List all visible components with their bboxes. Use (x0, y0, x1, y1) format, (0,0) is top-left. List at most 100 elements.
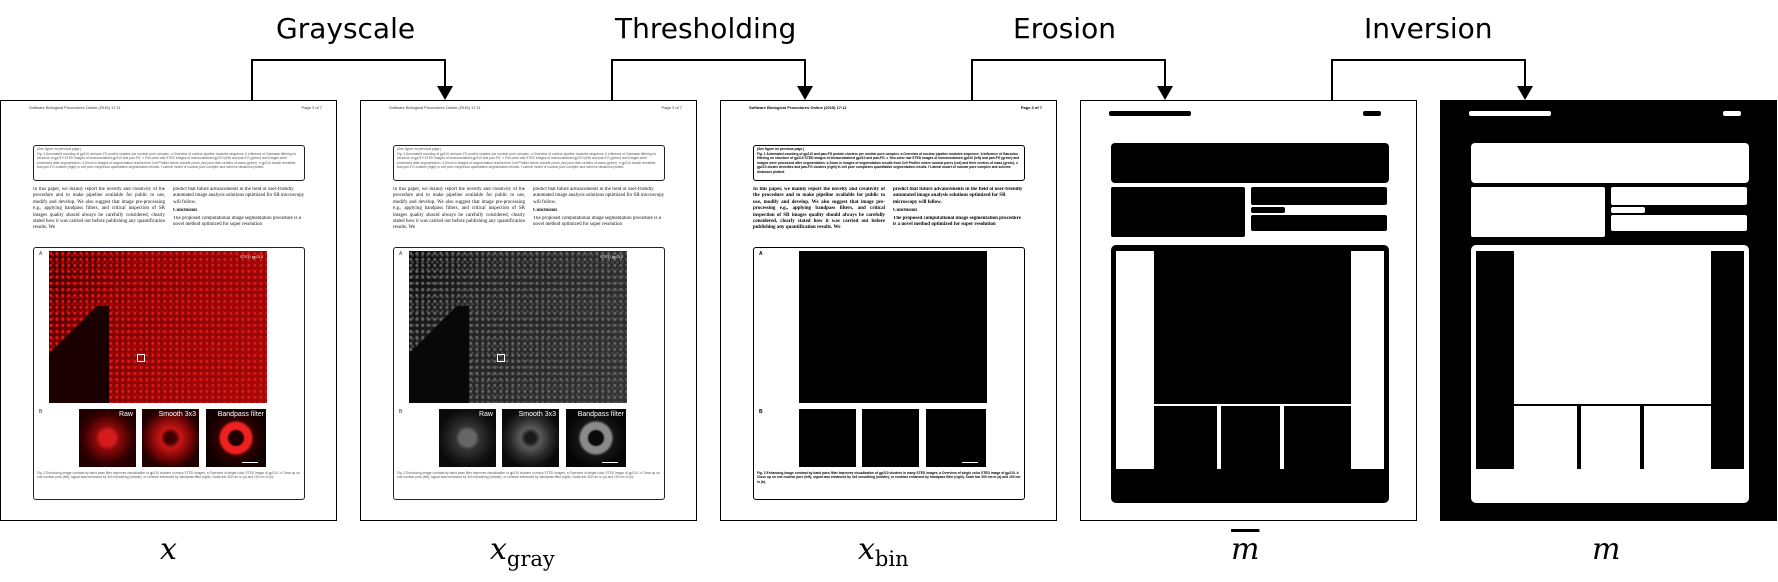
caption-box-title: (See figure on previous page.) (37, 147, 82, 151)
paragraph-left: In this paper, we mainly report the nove… (393, 187, 525, 231)
panel-bandpass: Bandpass filter (566, 409, 626, 467)
paragraph-right-2: The proposed computational image segment… (893, 216, 1021, 228)
var-x-gray-sub: gray (506, 547, 555, 571)
conclusion-heading: Conclusion (173, 208, 197, 213)
eroded-conclusion (1251, 207, 1285, 213)
figure-label-b: B (399, 409, 403, 415)
sted-image-binary (799, 251, 987, 403)
inverted-header-left (1469, 111, 1551, 116)
paragraph-right-1: predict that future advancements in the … (533, 187, 665, 205)
step-label-erosion: Erosion (1013, 12, 1116, 45)
figure-caption: Fig. 2 Enhancing image contrast by band … (37, 471, 300, 480)
paragraph-right-1: predict that future advancements in the … (173, 187, 305, 205)
inverted-gap-row (1514, 404, 1711, 406)
caption-box (393, 145, 665, 181)
paragraph-right-2: The proposed computational image segment… (533, 216, 661, 228)
inverted-conclusion (1611, 207, 1645, 213)
figure-label-b: B (759, 409, 763, 415)
eroded-figure-hole-right (1351, 251, 1384, 469)
scale-bar (962, 461, 978, 463)
caption-box (33, 145, 305, 181)
paragraph-left: In this paper, we mainly report the nove… (33, 187, 165, 231)
inverted-figure-hole-left (1476, 251, 1514, 469)
eroded-figure-hole-left (1116, 251, 1154, 469)
step-label-thresholding: Thresholding (615, 12, 797, 45)
eroded-gap-2 (1280, 405, 1284, 469)
figure-label-a: A (39, 251, 43, 257)
inverted-caption-box (1471, 143, 1749, 183)
panel-smooth: Smooth 3x3 (502, 409, 559, 467)
page-header-right: Page 3 of 7 (661, 105, 682, 110)
paragraph-left: In this paper, we mainly report the nove… (753, 187, 885, 231)
var-label-m: m (1592, 532, 1620, 567)
panel-raw-binary (799, 409, 856, 467)
panel-smooth: Smooth 3x3 (142, 409, 199, 467)
inverted-paragraph-right-1 (1611, 187, 1747, 205)
sted-label: STED gp210 (600, 254, 623, 259)
arrow-erosion (971, 59, 1166, 100)
var-label-x-bin: xbin (858, 532, 909, 571)
eroded-caption-box (1111, 143, 1389, 183)
figure-caption: Fig. 2 Enhancing image contrast by band … (397, 471, 660, 480)
step-label-grayscale: Grayscale (276, 12, 416, 45)
panel-label-bandpass: Bandpass filter (217, 411, 264, 418)
panel-raw: Raw (439, 409, 496, 467)
sted-image-gray: STED gp210 (409, 251, 627, 403)
panel-raw: Raw (79, 409, 136, 467)
sted-label: STED gp210 (240, 254, 263, 259)
inverted-gap-2 (1640, 405, 1644, 469)
eroded-figure (1111, 245, 1389, 503)
arrow-thresholding (611, 59, 806, 100)
arrowhead-thresholding (797, 86, 813, 100)
page-grayscale: Software Biological Procedures Online (2… (360, 100, 697, 521)
var-label-x: x (160, 532, 177, 567)
caption-box-body: Fig. 1 Automated counting of gp210 and p… (37, 152, 297, 170)
step-label-inversion: Inversion (1364, 12, 1493, 45)
figure-box (33, 247, 305, 500)
inverted-figure (1471, 245, 1749, 503)
panel-smooth-binary (862, 409, 919, 467)
caption-box-body: Fig. 1 Automated counting of gp210 and p… (757, 152, 1020, 174)
caption-box-title: (See figure on previous page.) (757, 147, 805, 151)
figure-caption: Fig. 2 Enhancing image contrast by band … (757, 471, 1021, 484)
page-binarized: Software Biological Procedures Online (2… (720, 100, 1057, 521)
conclusion-heading: Conclusion (893, 208, 917, 213)
figure-box (753, 247, 1025, 500)
var-m-bar: m (1231, 532, 1260, 567)
panel-label-smooth: Smooth 3x3 (158, 411, 196, 418)
var-x-bin-base: x (858, 532, 875, 567)
panel-label-raw: Raw (478, 411, 493, 418)
sted-image-red: STED gp210 (49, 251, 267, 403)
caption-box-body: Fig. 1 Automated counting of gp210 and p… (397, 152, 657, 170)
page-eroded (1080, 100, 1417, 521)
inverted-figure-hole-right (1711, 251, 1744, 469)
panel-bandpass-binary (926, 409, 986, 467)
panel-label-raw: Raw (118, 411, 133, 418)
arrowhead-grayscale (437, 86, 453, 100)
sted-dark-corner (409, 306, 469, 403)
inverted-paragraph-right-2 (1611, 215, 1747, 231)
caption-box-title: (See figure on previous page.) (397, 147, 442, 151)
page-original: Software Biological Procedures Online (2… (0, 100, 337, 521)
eroded-header-left (1109, 111, 1191, 116)
arrowhead-erosion (1157, 86, 1173, 100)
zoom-roi (137, 354, 145, 362)
arrowhead-inversion (1517, 86, 1533, 100)
inverted-paragraph-left (1471, 187, 1605, 237)
panel-label-smooth: Smooth 3x3 (518, 411, 556, 418)
zoom-roi (497, 354, 505, 362)
page-inverted (1440, 100, 1777, 521)
sted-dark-corner (49, 306, 109, 403)
eroded-paragraph-right-1 (1251, 187, 1387, 205)
panel-bandpass: Bandpass filter (206, 409, 266, 467)
page-header-left: Software Biological Procedures Online (2… (749, 105, 847, 110)
arrow-grayscale (251, 59, 446, 100)
figure-label-b: B (39, 409, 43, 415)
var-m: m (1592, 532, 1621, 567)
eroded-gap-row (1154, 404, 1351, 406)
panel-label-bandpass: Bandpass filter (577, 411, 624, 418)
scale-bar (242, 461, 258, 463)
scale-bar (602, 461, 618, 463)
